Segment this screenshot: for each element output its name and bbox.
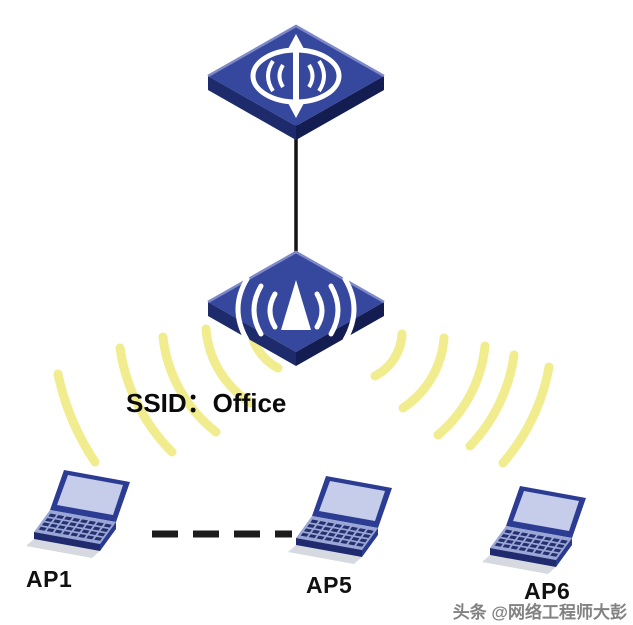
label-ap5: AP5 — [306, 572, 353, 598]
wireless-ac-node — [206, 250, 386, 373]
watermark-text: 头条 @网络工程师大彭 — [452, 603, 627, 622]
label-ap6: AP6 — [524, 578, 571, 604]
wifi-signal-left-fan — [53, 319, 283, 467]
laptop-icon — [482, 486, 586, 574]
router-glyph — [250, 46, 342, 106]
router-icon — [206, 24, 386, 142]
label-ap1: AP1 — [26, 566, 73, 592]
wifi-signal-right-fan — [370, 329, 554, 468]
laptop-icon — [288, 476, 392, 564]
laptop-ap1 — [26, 468, 146, 568]
laptop-ap6 — [482, 484, 602, 584]
laptop-icon — [26, 470, 130, 558]
wireless-ac-icon — [206, 250, 386, 368]
antenna-glyph — [235, 276, 357, 343]
router-node — [206, 24, 386, 147]
laptop-ap5 — [288, 474, 408, 574]
ssid-label: SSID：Office — [126, 388, 287, 418]
